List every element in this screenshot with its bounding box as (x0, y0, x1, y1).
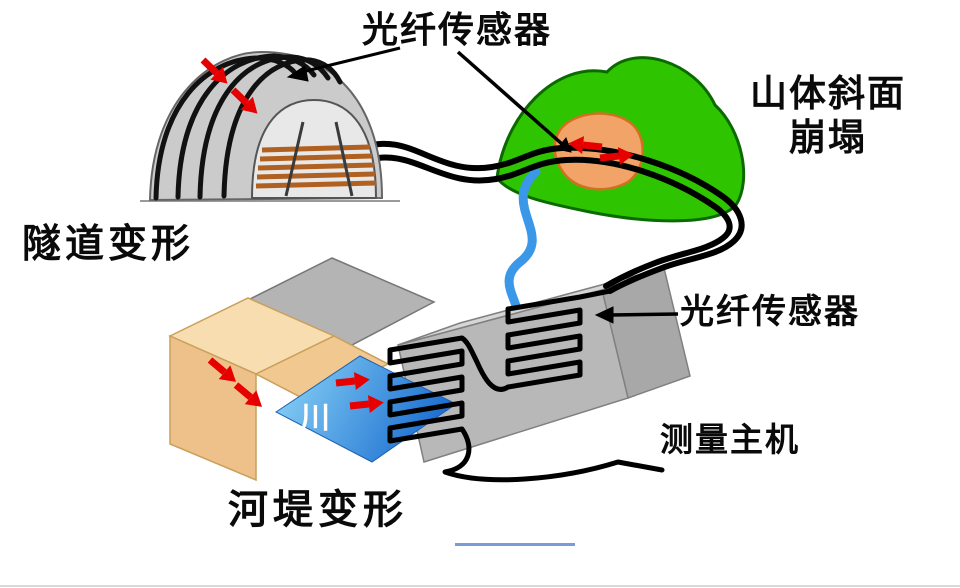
label-mountain-collapse-line2: 崩塌 (789, 117, 867, 159)
label-fiber-sensor-top: 光纤传感器 (362, 9, 553, 50)
mountain-shape (495, 56, 746, 223)
embankment: 川 (168, 297, 457, 482)
water-character: 川 (300, 402, 330, 435)
label-fiber-sensor-right: 光纤传感器 (680, 293, 860, 331)
fiber-sensor-zigzag (387, 288, 665, 483)
railway-tracks (255, 121, 377, 197)
bank-front-face (169, 334, 257, 482)
fiber-cable-pair (359, 140, 745, 294)
leader-to-collapse-arrowhead (556, 136, 572, 153)
leader-to-tunnel-arrowhead (286, 65, 309, 82)
leader-to-zigzag (609, 312, 679, 317)
label-river-embankment: 河堤变形 (228, 488, 408, 532)
leader-lines (286, 46, 679, 324)
footer-underline (455, 543, 575, 546)
fiber-cable-lower (361, 154, 733, 289)
tunnel-shape (140, 50, 400, 202)
leader-to-zigzag-arrowhead (594, 306, 614, 324)
leader-to-tunnel (301, 46, 401, 74)
label-mountain-collapse-line1: 山体斜面 (750, 73, 906, 114)
leader-to-collapse (456, 50, 564, 146)
fiber-rings (153, 53, 343, 201)
bottom-hairline (0, 585, 960, 587)
label-measurement-host: 测量主机 (660, 421, 800, 458)
label-mountain-collapse: 山体斜面 崩塌 (728, 72, 928, 161)
label-tunnel-deformation: 隧道变形 (22, 223, 195, 266)
fiber-cable-upper (359, 140, 745, 294)
